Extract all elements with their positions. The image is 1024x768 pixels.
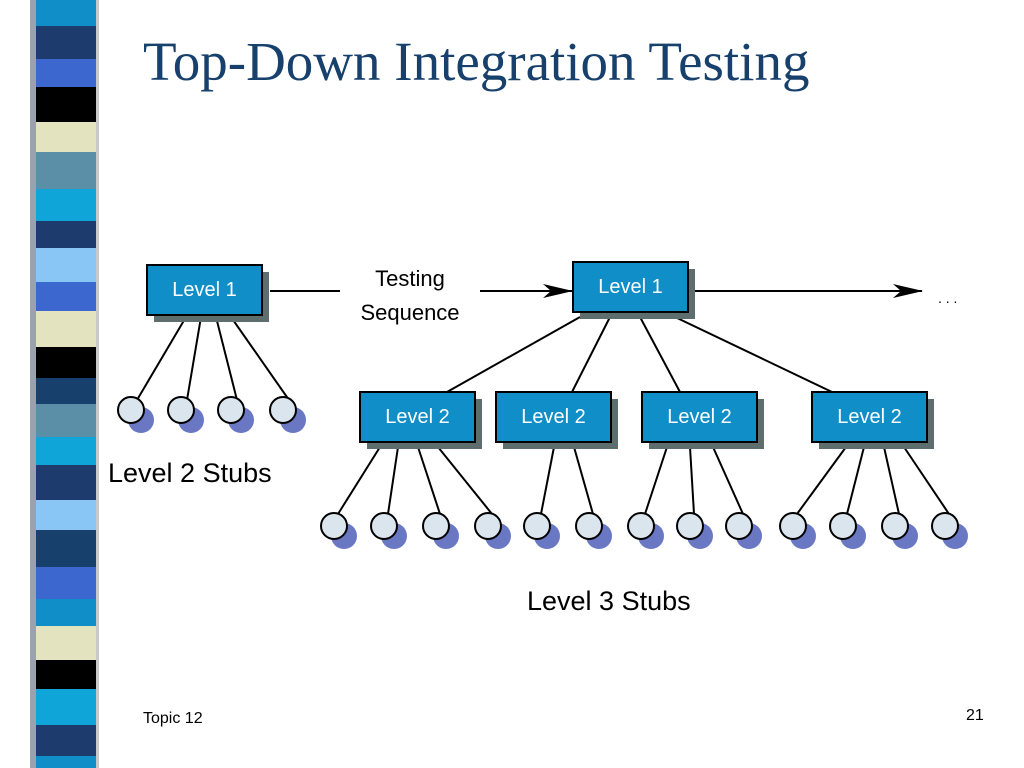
stripe-block	[36, 189, 98, 221]
stripe-block	[36, 660, 98, 689]
stripe-block	[36, 437, 98, 465]
page-number: 21	[966, 707, 984, 724]
stub-node	[779, 512, 816, 549]
stripe-block	[36, 152, 98, 189]
footer-topic: Topic 12	[143, 710, 203, 727]
stub-node	[575, 512, 612, 549]
connector-line	[573, 446, 594, 515]
stub-node	[931, 512, 968, 549]
level1-box-right: Level 1	[572, 261, 695, 319]
connector-line	[417, 446, 441, 515]
box-label: Level 2	[667, 406, 732, 428]
stub-node	[269, 396, 306, 433]
box-label: Level 2	[837, 406, 902, 428]
connector-line	[437, 446, 493, 515]
connector-line	[387, 446, 399, 515]
stub-node	[167, 396, 204, 433]
stripe-block	[36, 599, 98, 626]
stripe-block	[36, 530, 98, 567]
stripe-block	[36, 465, 98, 500]
stub-node	[217, 396, 254, 433]
connector-line	[903, 446, 950, 515]
decorative-stripe	[0, 0, 120, 768]
stub-node	[523, 512, 560, 549]
connector-line	[136, 316, 187, 401]
testing-sequence-label-line2: Sequence	[360, 300, 459, 325]
ellipsis: . . .	[938, 290, 957, 306]
connector-line	[689, 446, 695, 515]
connector-line	[712, 446, 744, 515]
connector-line	[674, 316, 833, 393]
connector-line	[337, 446, 381, 515]
stripe-block	[36, 59, 98, 87]
stub-node	[676, 512, 713, 549]
stripe-block	[36, 689, 98, 725]
stripe-block	[36, 404, 98, 437]
level1-box-left: Level 1	[146, 264, 269, 322]
stripe-block	[36, 725, 98, 756]
stub-node	[117, 396, 154, 433]
testing-sequence-label-line1: Testing	[375, 266, 445, 291]
stub-node	[725, 512, 762, 549]
connector-line	[215, 316, 238, 401]
connector-line	[230, 316, 290, 401]
connector-line	[446, 316, 581, 393]
stub-node	[627, 512, 664, 549]
connector-line	[639, 316, 681, 393]
slide-title: Top-Down Integration Testing	[143, 31, 810, 92]
stripe-block	[36, 626, 98, 660]
stripe-block	[36, 567, 98, 599]
stripe-block	[36, 500, 98, 530]
box-label: Level 1	[172, 279, 237, 301]
stub-node	[881, 512, 918, 549]
stub-node	[370, 512, 407, 549]
connector-line	[846, 446, 865, 515]
stripe-block	[36, 248, 98, 282]
connector-line	[186, 316, 202, 401]
connector-line	[540, 446, 555, 515]
box-label: Level 1	[598, 276, 663, 298]
stub-node	[829, 512, 866, 549]
stub-node	[320, 512, 357, 549]
level2-box-1: Level 2	[359, 391, 482, 449]
level2-box-4: Level 2	[811, 391, 934, 449]
stub-node	[422, 512, 459, 549]
stripe-block	[36, 311, 98, 347]
level2-box-2: Level 2	[495, 391, 618, 449]
stripe-block	[36, 756, 98, 768]
connector-line	[571, 316, 611, 393]
stub-node	[474, 512, 511, 549]
stripe-block	[36, 221, 98, 248]
stripe-block	[36, 282, 98, 311]
sequence-label-background	[340, 262, 480, 328]
connector-line	[796, 446, 847, 515]
box-label: Level 2	[521, 406, 586, 428]
box-label: Level 2	[385, 406, 450, 428]
level3-stubs-caption: Level 3 Stubs	[527, 586, 691, 616]
stripe-block	[36, 347, 98, 378]
connector-line	[644, 446, 668, 515]
stripe-block	[36, 378, 98, 404]
level2-stubs-caption: Level 2 Stubs	[108, 458, 272, 488]
stripe-block	[36, 87, 98, 122]
level2-box-3: Level 2	[641, 391, 764, 449]
stripe-block	[36, 26, 98, 59]
stripe-block	[36, 122, 98, 152]
stripe-block	[36, 0, 98, 26]
connector-line	[883, 446, 900, 515]
